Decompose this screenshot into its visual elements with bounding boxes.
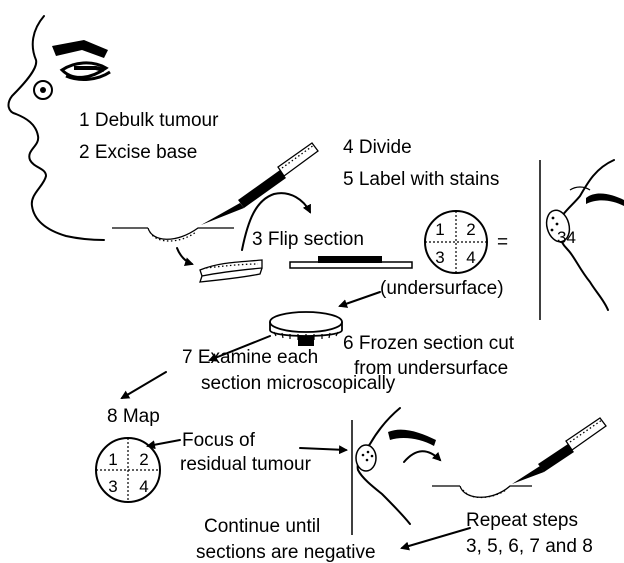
flipped-section-slide [290,256,412,268]
focus-label-line-1: Focus of [182,430,256,451]
step-4-label: 4 Divide [343,137,412,158]
quadrant-3: 3 [435,248,444,267]
step-6-label-line-1: 6 Frozen section cut [343,333,515,354]
scalpel-icon-repeat [512,418,606,484]
repeat-label-line-2: 3, 5, 6, 7 and 8 [466,536,593,557]
step-1-label: 1 Debulk tumour [79,110,219,131]
continue-label-line-2: sections are negative [196,542,376,563]
step-7-label-line-1: 7 Examine each [182,347,318,368]
scalpel-icon [201,143,318,225]
step-3-label: 3 Flip section [252,229,364,250]
face-quadrant-label: 34 [557,228,576,247]
step-8-label: 8 Map [107,406,160,427]
map-quadrant-1: 1 [108,450,117,469]
quadrant-circle-top: 1 2 3 4 [425,211,487,273]
quadrant-4: 4 [466,248,475,267]
frozen-section-chuck [270,312,342,346]
step-2-label: 2 Excise base [79,142,197,163]
undersurface-label: (undersurface) [380,278,504,299]
quadrant-circle-map: 1 2 3 4 [96,438,160,502]
excised-tissue [200,260,262,282]
step-7-label-line-2: section microscopically [201,373,396,394]
quadrant-2: 2 [466,220,475,239]
focus-label-line-2: residual tumour [180,454,312,475]
equals-sign: = [497,232,508,253]
map-quadrant-4: 4 [139,477,148,496]
quadrant-1: 1 [435,220,444,239]
step-5-label: 5 Label with stains [343,169,499,190]
face-labelled-icon: 34 [540,160,624,320]
continue-label-line-1: Continue until [204,516,320,537]
face-residual-tumour-icon [352,408,436,535]
repeat-label-line-1: Repeat steps [466,510,578,531]
excision-site-repeat [432,486,532,498]
excision-site [112,228,234,241]
map-quadrant-2: 2 [139,450,148,469]
map-quadrant-3: 3 [108,477,117,496]
